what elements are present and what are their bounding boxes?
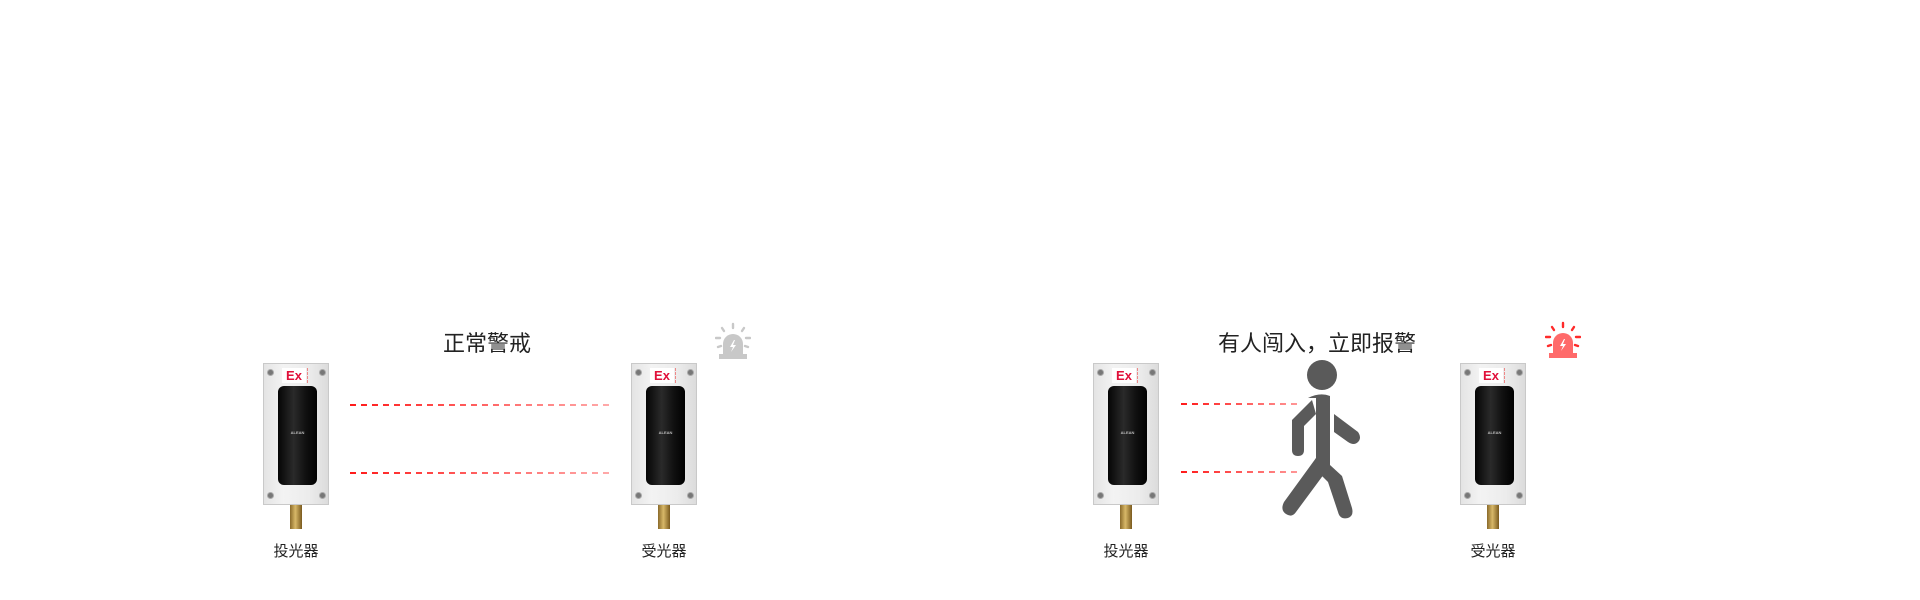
walking-person-icon — [1282, 360, 1360, 519]
ex-badge: Ex — [1479, 368, 1503, 383]
emitter-label: 投光器 — [1103, 542, 1149, 560]
receiver-connector — [1487, 505, 1499, 529]
receiver-device: Ex ALEAN — [631, 363, 697, 505]
beam-bottom — [350, 472, 610, 474]
receiver-device: Ex ALEAN — [1460, 363, 1526, 505]
beam-top-interrupted — [1181, 403, 1301, 405]
brand-label: ALEAN — [658, 430, 673, 435]
ex-badge: Ex — [650, 368, 674, 383]
receiver-connector — [658, 505, 670, 529]
intrusion-title: 有人闯入，立即报警 — [1217, 332, 1417, 357]
brand-label: ALEAN — [1120, 430, 1135, 435]
beam-top — [350, 404, 610, 406]
receiver-label: 受光器 — [641, 542, 687, 560]
emitter-device: Ex ALEAN — [1093, 363, 1159, 505]
emitter-device: Ex ALEAN — [263, 363, 329, 505]
ex-badge: Ex — [1112, 368, 1136, 383]
ex-badge: Ex — [282, 368, 306, 383]
brand-label: ALEAN — [1487, 430, 1502, 435]
emitter-label: 投光器 — [273, 542, 319, 560]
emitter-connector — [1120, 505, 1132, 529]
normal-title: 正常警戒 — [442, 332, 532, 357]
beam-bottom-interrupted — [1181, 471, 1301, 473]
brand-label: ALEAN — [290, 430, 305, 435]
emitter-connector — [290, 505, 302, 529]
alarm-light-active-icon — [1545, 321, 1581, 358]
alarm-light-icon — [715, 322, 751, 359]
receiver-label: 受光器 — [1470, 542, 1516, 560]
